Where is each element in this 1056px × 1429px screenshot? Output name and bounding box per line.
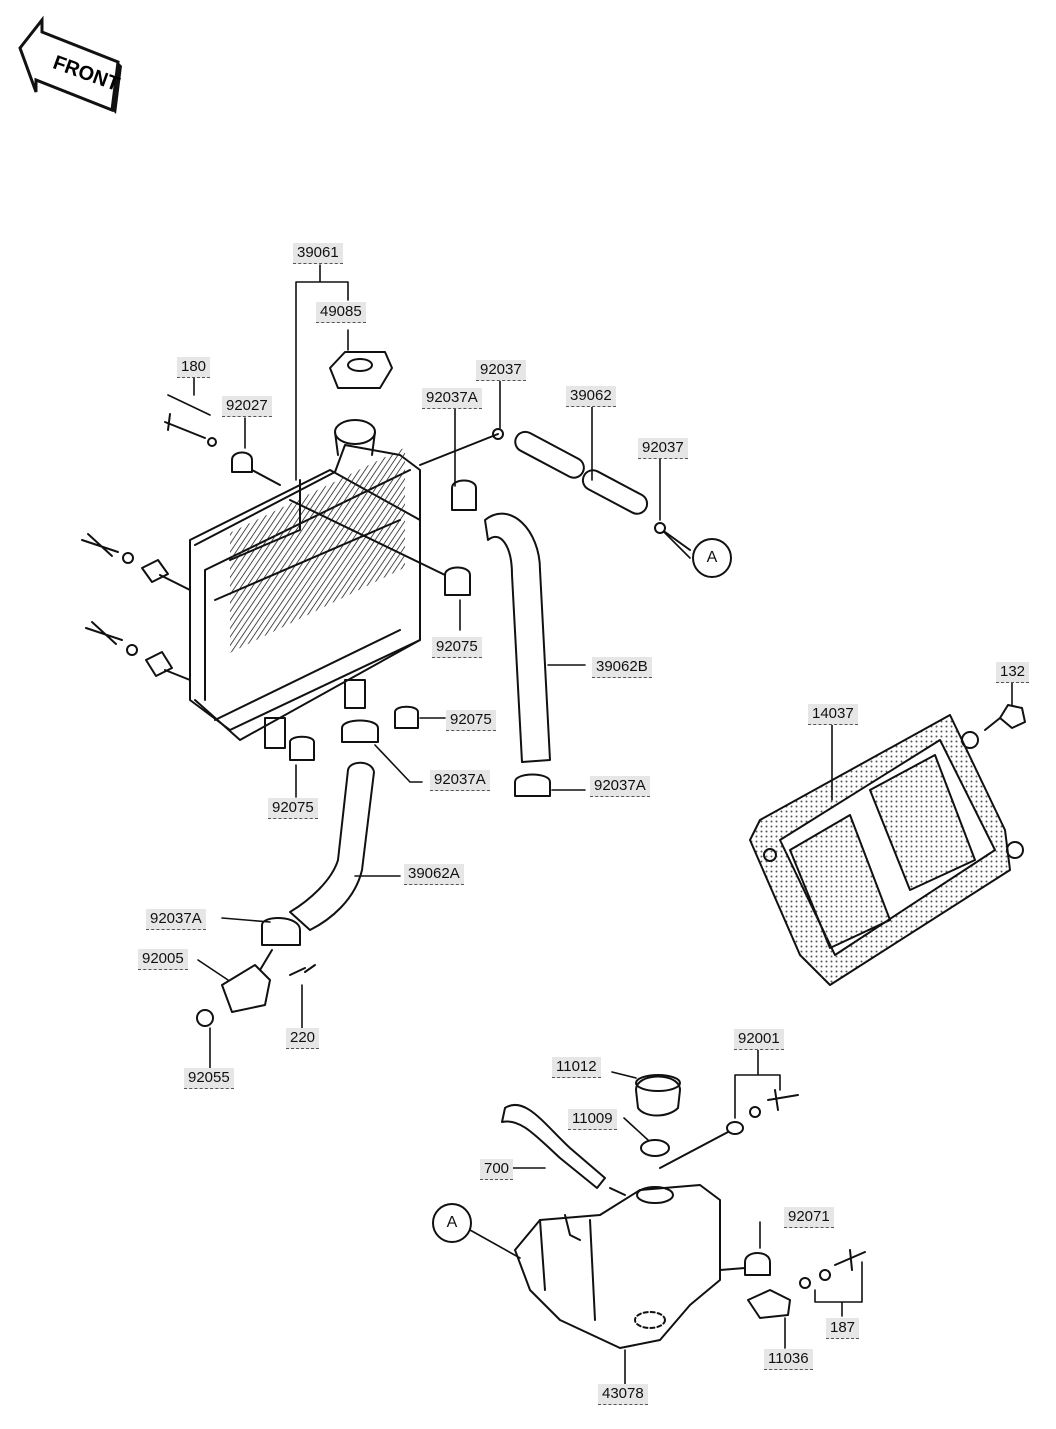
part-label-187: 187	[826, 1318, 860, 1339]
radiator-cap	[329, 351, 393, 389]
part-label-700: 700	[480, 1159, 514, 1180]
part-label-92055: 92055	[184, 1068, 234, 1089]
radiator	[189, 419, 421, 749]
part-label-39062a: 39062A	[404, 864, 464, 885]
front-arrow-icon: FRONT	[18, 15, 122, 114]
part-label-92075-low: 92075	[446, 710, 496, 731]
leader-lines	[167, 264, 1013, 1386]
breather-tube	[501, 1103, 626, 1196]
part-label-92075-mid: 92075	[432, 637, 482, 658]
part-label-39061: 39061	[293, 243, 343, 264]
part-label-43078: 43078	[598, 1384, 648, 1405]
part-label-39062: 39062	[566, 386, 616, 407]
part-label-11036: 11036	[764, 1349, 813, 1370]
bolt-180	[164, 413, 281, 486]
part-label-11009: 11009	[568, 1109, 617, 1130]
radiator-bolts	[81, 533, 191, 681]
bracket-parts	[719, 1249, 866, 1319]
part-label-49085: 49085	[316, 302, 366, 323]
part-label-92001: 92001	[734, 1029, 784, 1050]
part-label-11012: 11012	[552, 1057, 601, 1078]
part-label-92037-right: 92037	[638, 438, 688, 459]
part-label-14037: 14037	[808, 704, 858, 725]
part-label-92071: 92071	[784, 1207, 834, 1228]
part-label-92037a-mid: 92037A	[430, 770, 490, 791]
part-label-92027: 92027	[222, 396, 272, 417]
part-label-180: 180	[177, 357, 211, 378]
part-label-92037a-right: 92037A	[590, 776, 650, 797]
bolts-92001	[659, 1089, 799, 1169]
hose-39062A	[289, 761, 375, 931]
part-label-39062b: 39062B	[592, 657, 652, 678]
part-label-132: 132	[996, 662, 1030, 683]
callout-a-lower: A	[432, 1203, 472, 1243]
hose-39062	[419, 428, 691, 551]
hose-39062B	[484, 512, 551, 763]
part-label-92037a-low: 92037A	[146, 909, 206, 930]
drain-fitting	[196, 949, 316, 1027]
callout-a-upper: A	[692, 538, 732, 578]
reserve-tank	[514, 1184, 721, 1349]
part-label-92037a-top: 92037A	[422, 388, 482, 409]
air-box	[749, 714, 1024, 986]
screw-132	[984, 704, 1026, 731]
part-label-92005: 92005	[138, 949, 188, 970]
tank-cap	[635, 1074, 681, 1157]
part-label-220: 220	[286, 1028, 320, 1049]
grommets-92075	[289, 499, 471, 761]
part-label-92037-top: 92037	[476, 360, 526, 381]
part-label-92075-bottom: 92075	[268, 798, 318, 819]
